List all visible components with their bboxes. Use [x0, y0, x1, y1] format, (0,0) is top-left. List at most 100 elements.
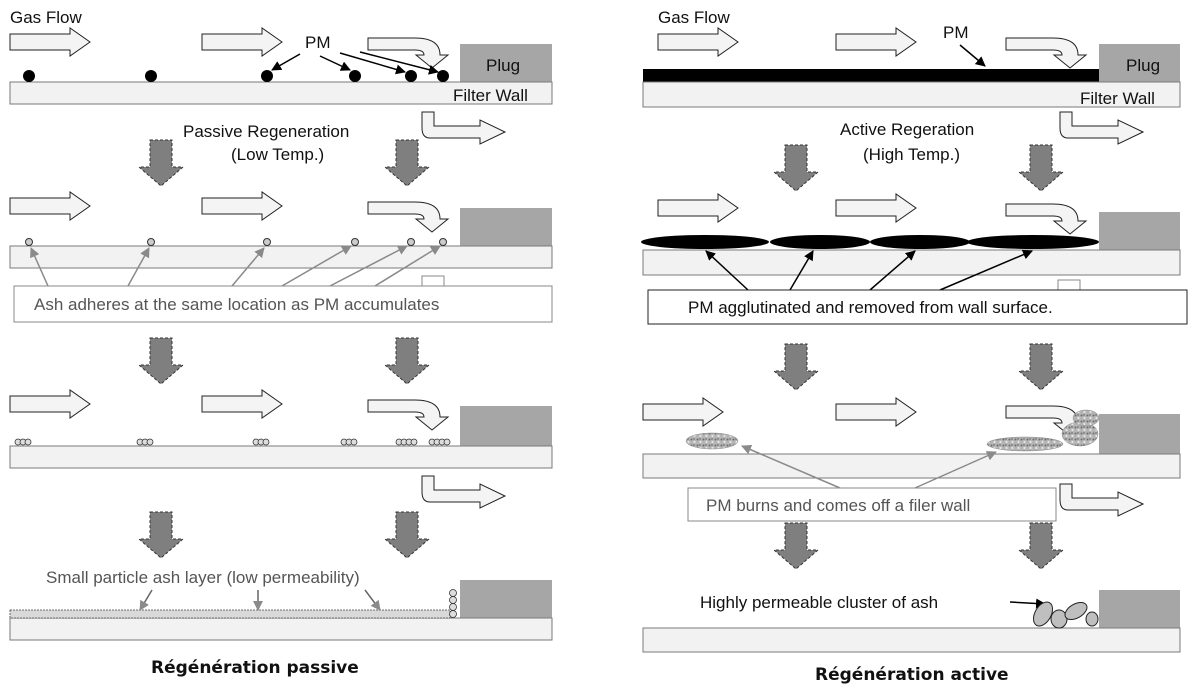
flow-arrow-icon — [201, 389, 283, 419]
ash-stack — [449, 589, 457, 618]
ash-cluster — [14, 438, 451, 446]
pm-agglomerate — [870, 235, 970, 249]
ash-particle — [263, 238, 271, 246]
ash-cluster — [1033, 601, 1099, 629]
passive-stage-4: Small particle ash layer (low permeabili… — [9, 568, 553, 641]
ash-layer — [9, 609, 451, 619]
active-stage-1: Gas Flow PM Plug Filter Wall — [642, 8, 1181, 145]
flow-arrow-icon — [201, 191, 283, 221]
process-arrow-icon — [383, 337, 431, 385]
pm-particle — [405, 70, 417, 82]
pm-pointer — [869, 250, 916, 291]
pm-agglomerate — [967, 235, 1099, 249]
passive-layer-note: Small particle ash layer (low permeabili… — [46, 568, 360, 587]
burn-pointer — [914, 451, 997, 489]
process-arrow-icon — [1017, 144, 1065, 192]
exit-flow-arrow-icon — [421, 111, 507, 145]
pm-particle — [23, 70, 35, 82]
pm-agglomerate — [770, 235, 870, 249]
burning-pm — [986, 436, 1064, 452]
flow-arrow-icon — [835, 397, 917, 427]
pm-pointer — [789, 250, 814, 291]
active-stage-3: PM burns and comes off a filer wall — [642, 397, 1181, 522]
cluster-pointer — [1009, 598, 1046, 609]
active-caption: Régénération active — [815, 665, 1009, 685]
active-plug — [1099, 212, 1180, 250]
active-cluster-note: Highly permeable cluster of ash — [700, 593, 938, 612]
ash-pointer — [374, 245, 441, 287]
burn-pointer — [741, 444, 841, 489]
layer-pointer — [139, 589, 153, 611]
passive-ash-note: Ash adheres at the same location as PM a… — [34, 295, 439, 314]
ash-pointer — [30, 247, 49, 287]
passive-stage-2: Ash adheres at the same location as PM a… — [9, 191, 553, 323]
turning-flow-arrow-icon — [367, 201, 450, 233]
passive-plug — [460, 406, 552, 446]
passive-plug — [460, 208, 552, 246]
active-stage-title: Active Regeration — [840, 120, 974, 139]
active-pm-label: PM — [943, 23, 969, 42]
active-plug — [1099, 414, 1180, 454]
active-filter-wall — [642, 627, 1181, 653]
exit-flow-arrow-icon — [1059, 483, 1145, 517]
ash-pointer — [281, 245, 352, 287]
pm-pointer — [339, 52, 406, 75]
passive-filter-wall — [9, 81, 553, 105]
process-arrow-icon — [137, 337, 185, 385]
ash-pointer — [127, 247, 150, 287]
pm-particle — [437, 70, 449, 82]
ash-pointer — [231, 247, 265, 287]
ash-particle — [351, 238, 359, 246]
burning-pm — [1072, 409, 1100, 427]
ash-particle — [407, 238, 415, 246]
ash-pointer — [329, 245, 408, 287]
passive-plug — [460, 44, 552, 82]
active-agglutinated-note: PM agglutinated and removed from wall su… — [688, 298, 1053, 317]
small-plug-stub — [1057, 279, 1081, 291]
active-stage-subtitle: (High Temp.) — [863, 145, 960, 164]
process-arrow-icon — [1017, 522, 1065, 570]
flow-arrow-icon — [9, 389, 91, 419]
passive-stage-3 — [9, 389, 553, 509]
active-plug-label: Plug — [1126, 56, 1160, 75]
turning-flow-arrow-icon — [1005, 203, 1088, 235]
passive-pm-label: PM — [305, 33, 331, 52]
process-arrow-icon — [1017, 343, 1065, 391]
pm-particle — [349, 70, 361, 82]
process-arrow-icon — [772, 144, 820, 192]
passive-plug-label: Plug — [486, 56, 520, 75]
pm-agglomerate — [641, 235, 769, 249]
pm-pointer — [705, 250, 749, 291]
passive-panel: Gas Flow PM Plug Filter Wall Passive Reg… — [9, 8, 553, 678]
flow-arrow-icon — [835, 193, 917, 223]
passive-filter-wall — [9, 617, 553, 641]
passive-caption: Régénération passive — [151, 658, 359, 678]
ash-particle — [25, 238, 33, 246]
process-arrow-icon — [772, 343, 820, 391]
process-arrow-icon — [137, 511, 185, 559]
active-burn-note-box — [687, 487, 1057, 522]
passive-stage-1: Gas Flow PM Plug Filter Wall — [9, 8, 553, 145]
turning-flow-arrow-icon — [367, 399, 450, 431]
flow-arrow-icon — [9, 191, 91, 221]
flow-arrow-icon — [642, 397, 724, 427]
flow-arrow-icon — [657, 193, 739, 223]
flow-arrow-icon — [657, 27, 739, 57]
passive-filter-wall-label: Filter Wall — [453, 86, 528, 105]
passive-ash-note-box — [13, 285, 553, 323]
ash-particle — [147, 238, 155, 246]
active-panel: Gas Flow PM Plug Filter Wall Active Rege… — [641, 8, 1188, 685]
pm-particle — [261, 70, 273, 82]
passive-gas-flow-label: Gas Flow — [10, 8, 83, 27]
process-arrow-icon — [383, 511, 431, 559]
exit-flow-arrow-icon — [421, 475, 507, 509]
pm-pointer — [959, 44, 986, 67]
passive-filter-wall — [9, 445, 553, 469]
active-burn-note: PM burns and comes off a filer wall — [706, 496, 970, 515]
flow-arrow-icon — [201, 27, 283, 57]
active-filter-wall — [642, 81, 1181, 108]
active-gas-flow-label: Gas Flow — [658, 8, 731, 27]
passive-plug — [460, 580, 552, 618]
ash-particle — [439, 238, 447, 246]
